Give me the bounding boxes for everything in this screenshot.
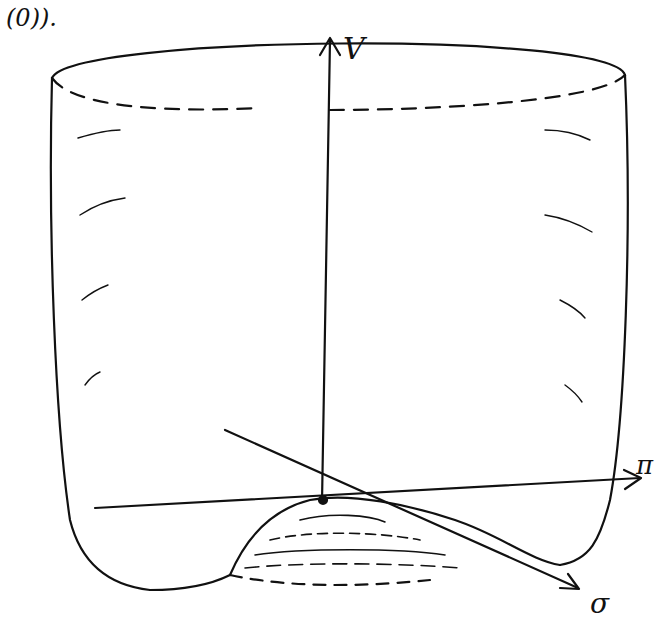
v-axis — [322, 40, 330, 502]
hump — [230, 498, 560, 575]
right-wall — [560, 75, 628, 565]
hatch — [85, 372, 100, 385]
arrow-head — [320, 38, 340, 55]
trough-front — [230, 575, 430, 585]
rim-front — [52, 78, 260, 110]
axis-label: π — [636, 452, 653, 478]
hatch — [545, 215, 592, 232]
hatch — [80, 198, 125, 215]
axis-label: V — [343, 34, 365, 64]
contour — [270, 533, 420, 540]
left-trough — [150, 575, 230, 590]
hatch — [545, 130, 590, 140]
contour — [245, 564, 460, 568]
contour — [255, 550, 445, 555]
rim-back — [52, 43, 625, 78]
axis-label: σ — [590, 590, 609, 618]
rim-front-right — [330, 75, 625, 110]
sigma-axis — [225, 430, 578, 588]
contour — [300, 515, 385, 522]
cropped-text: (0)). — [6, 6, 57, 30]
hatch — [565, 385, 582, 402]
left-wall — [51, 78, 150, 590]
hatch — [82, 285, 108, 300]
hatch — [78, 130, 120, 138]
hatch — [560, 300, 585, 318]
origin-dot — [319, 496, 327, 504]
arrow-head — [560, 574, 579, 589]
